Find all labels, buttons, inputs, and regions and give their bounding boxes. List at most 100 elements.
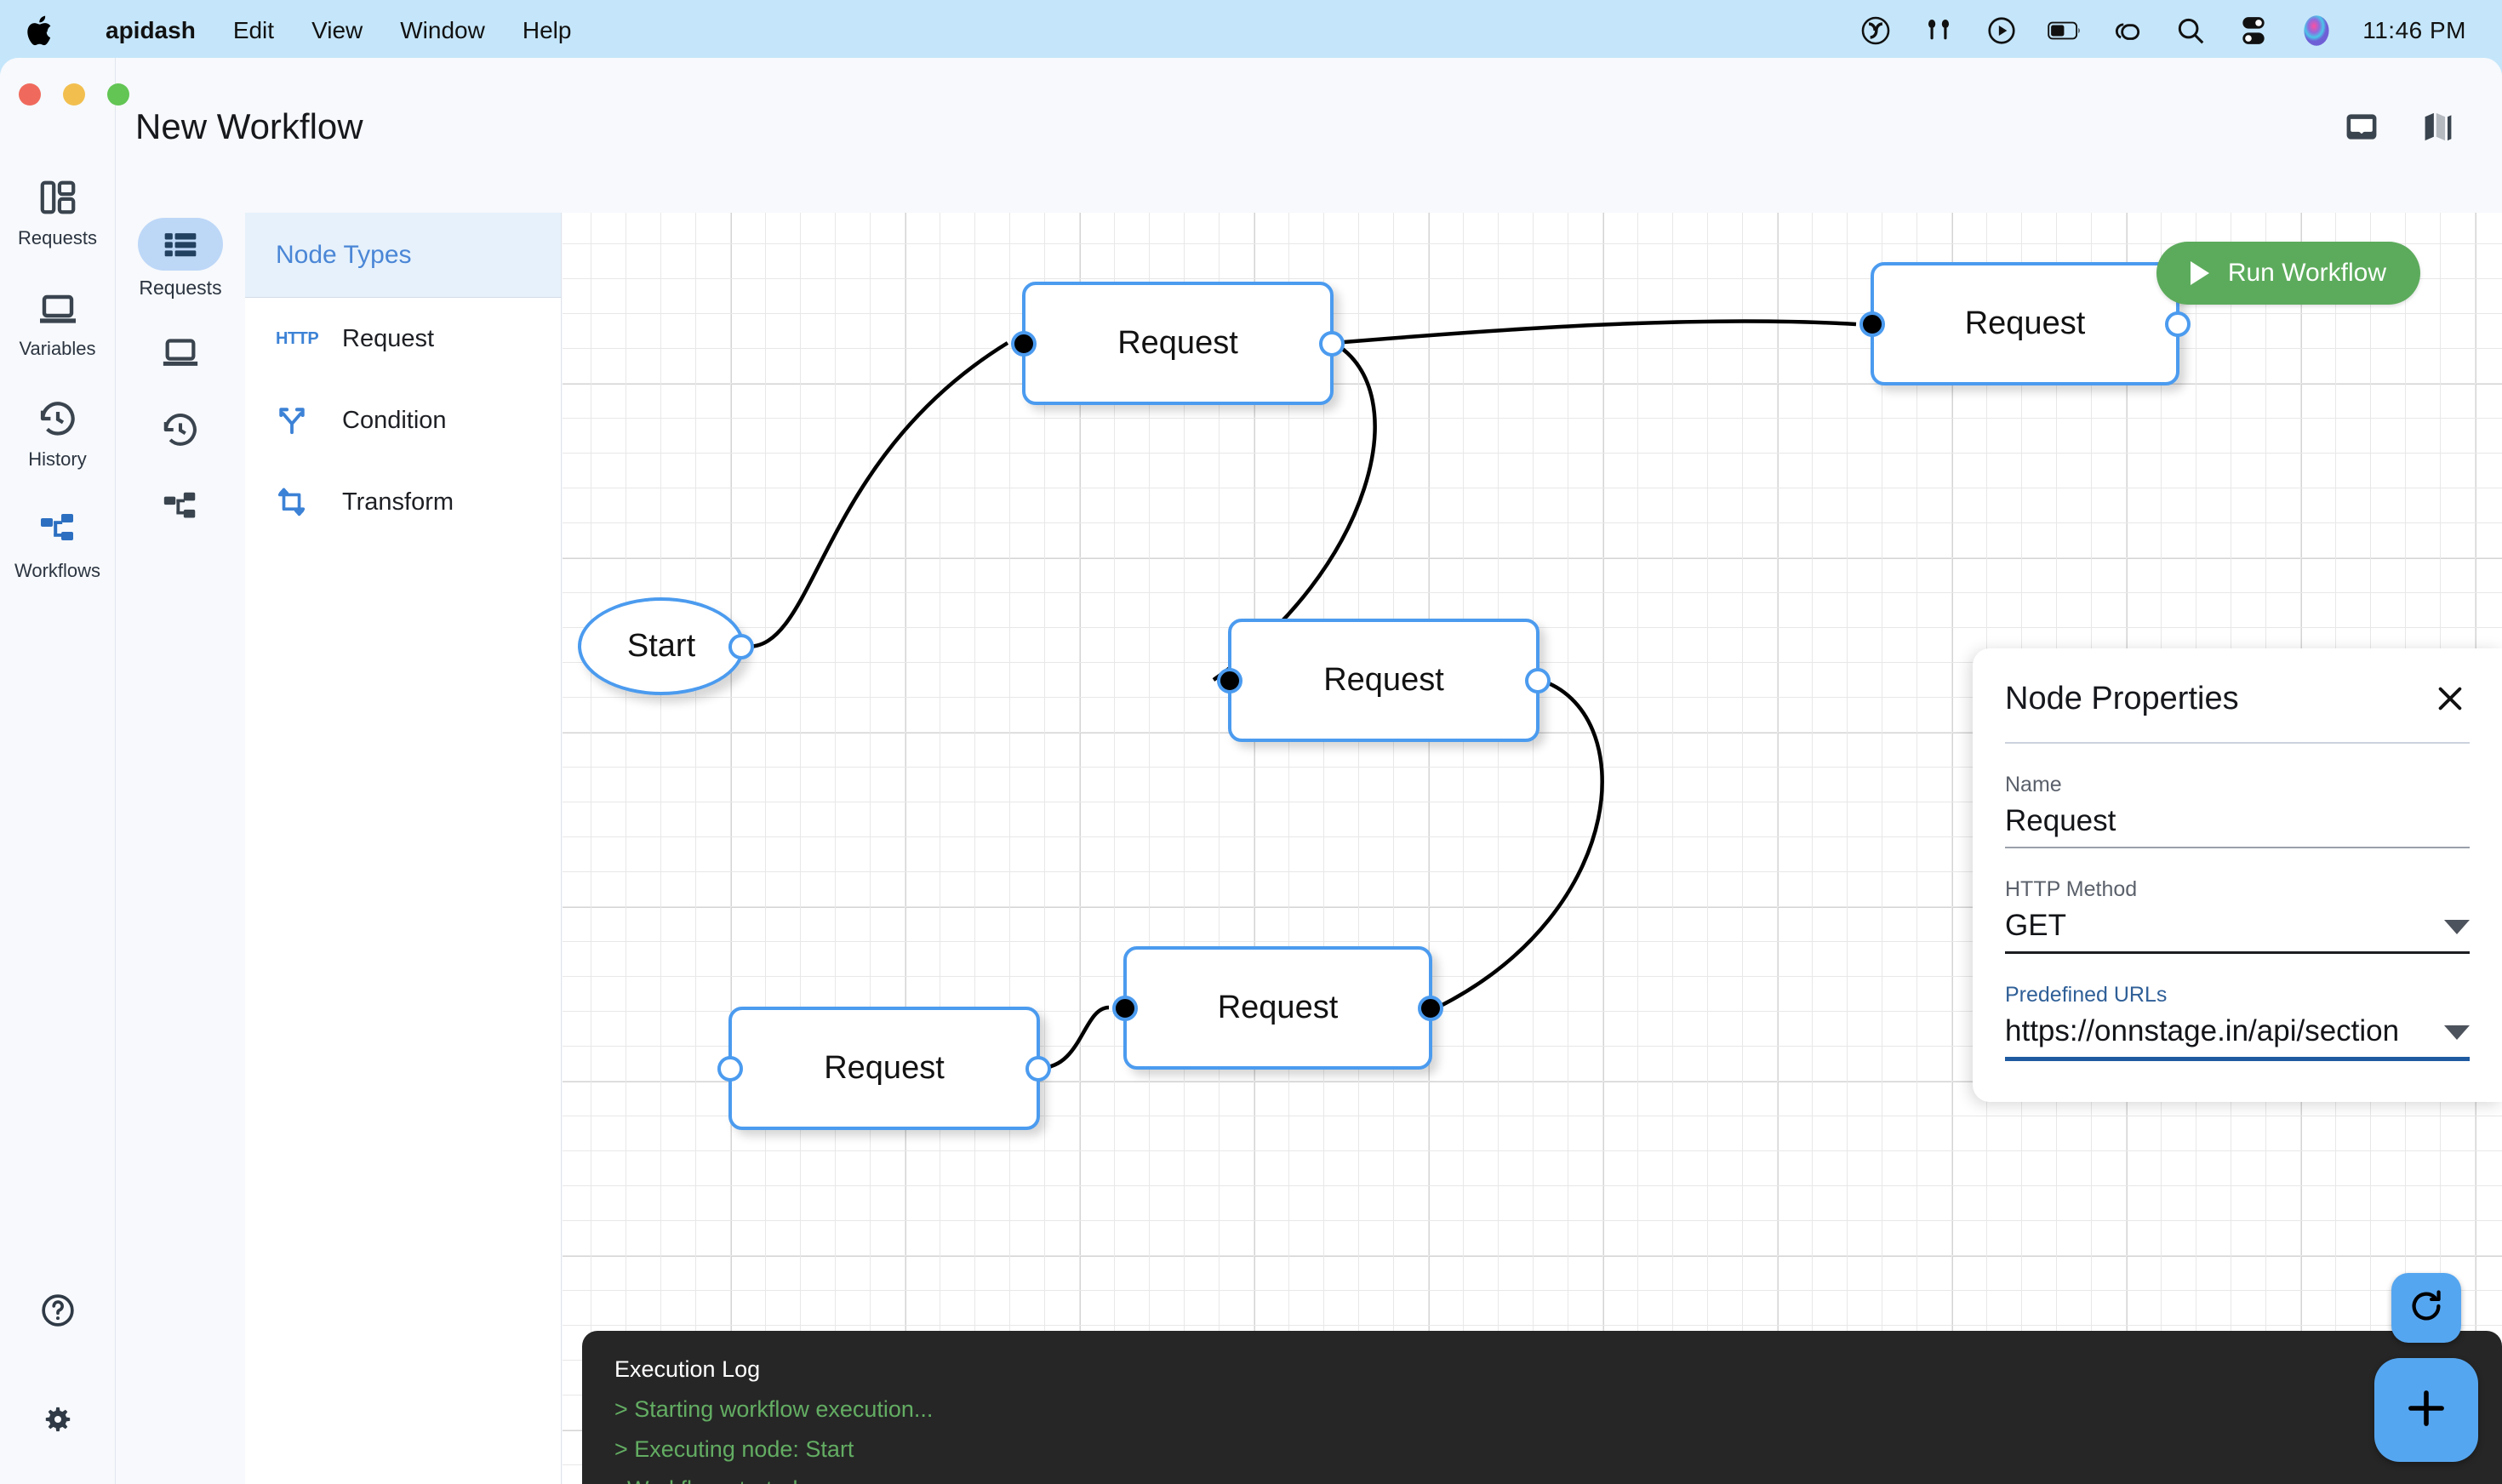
close-window-button[interactable] xyxy=(19,83,41,106)
canvas-node-request-2[interactable]: Request xyxy=(1859,262,2191,385)
primary-sidebar-rail: Requests Variables History Workflows xyxy=(0,58,116,1484)
edge-req1-req2 xyxy=(1333,319,1857,345)
close-icon[interactable] xyxy=(2431,679,2470,718)
sidebar-label-variables: Variables xyxy=(19,338,96,360)
window-traffic-lights xyxy=(19,83,129,106)
sidebar-item-requests[interactable]: Requests xyxy=(7,175,109,248)
node-port-out[interactable] xyxy=(1025,1055,1051,1082)
settings-gear-icon[interactable] xyxy=(36,1397,80,1441)
node-port-out[interactable] xyxy=(728,633,754,659)
run-workflow-button[interactable]: Run Workflow xyxy=(2156,242,2420,305)
menubar-tray-group: 11:46 PM xyxy=(1859,14,2502,48)
map-icon[interactable] xyxy=(2419,107,2458,146)
node-port-out[interactable] xyxy=(2165,311,2191,337)
siri-icon[interactable] xyxy=(2299,14,2333,48)
node-port-out[interactable] xyxy=(1418,995,1443,1021)
field-label-predefined-urls: Predefined URLs xyxy=(2005,983,2168,1007)
field-row-predefined-urls[interactable]: https://onnstage.in/api/section xyxy=(2005,1014,2470,1057)
canvas-node-request-4[interactable]: Request xyxy=(1112,946,1443,1070)
add-node-fab[interactable] xyxy=(2374,1358,2478,1462)
maximize-window-button[interactable] xyxy=(107,83,129,106)
workflow-tree-icon xyxy=(36,508,80,552)
predefined-url-value[interactable]: https://onnstage.in/api/section xyxy=(2005,1014,2400,1047)
node-properties-panel: Node Properties Name Request HTTP Method… xyxy=(1973,648,2502,1102)
menu-item-window[interactable]: Window xyxy=(400,17,485,43)
node-types-title: Node Types xyxy=(276,240,412,269)
node-label: Start xyxy=(626,628,696,664)
list-rows-icon xyxy=(138,218,223,271)
field-http-method: HTTP Method GET xyxy=(2005,877,2470,954)
log-line: Workflow started xyxy=(614,1476,2470,1484)
node-type-request[interactable]: HTTP Request xyxy=(245,298,561,380)
sidebar-item-workflows[interactable]: Workflows xyxy=(7,508,109,581)
battery-icon[interactable] xyxy=(2048,14,2082,48)
field-predefined-urls: Predefined URLs https://onnstage.in/api/… xyxy=(2005,983,2470,1061)
execution-log-title: Execution Log xyxy=(614,1356,761,1382)
subrail-label-requests: Requests xyxy=(139,277,222,299)
link-chain-icon[interactable] xyxy=(2111,14,2145,48)
node-label: Request xyxy=(1117,325,1238,361)
http-method-value[interactable]: GET xyxy=(2005,909,2066,942)
chevron-down-icon[interactable] xyxy=(2444,1025,2470,1040)
menu-item-edit[interactable]: Edit xyxy=(232,17,275,43)
node-port-in[interactable] xyxy=(1859,311,1885,337)
play-circle-icon[interactable] xyxy=(1985,14,2019,48)
run-workflow-label: Run Workflow xyxy=(2227,259,2386,287)
airpods-icon[interactable] xyxy=(1922,14,1956,48)
history-icon xyxy=(138,403,223,456)
canvas-node-request-3[interactable]: Request xyxy=(1217,619,1551,742)
macos-menubar: apidash Edit View Window Help 11:46 PM xyxy=(0,0,2502,61)
menu-item-view[interactable]: View xyxy=(311,17,363,43)
name-input-value[interactable]: Request xyxy=(2005,804,2116,837)
sidebar-bottom-actions xyxy=(0,1288,116,1450)
node-type-transform[interactable]: Transform xyxy=(245,461,561,543)
control-center-icon[interactable] xyxy=(2236,14,2271,48)
divider xyxy=(2005,742,2470,744)
field-row-http-method[interactable]: GET xyxy=(2005,909,2470,951)
field-underline xyxy=(2005,951,2470,954)
menu-item-help[interactable]: Help xyxy=(522,17,572,43)
apple-logo-icon[interactable] xyxy=(26,13,56,49)
execution-log-panel: Execution Log > Starting workflow execut… xyxy=(582,1331,2502,1484)
canvas-node-start[interactable]: Start xyxy=(578,597,754,695)
node-type-label-request: Request xyxy=(342,324,435,352)
menubar-clock[interactable]: 11:46 PM xyxy=(2362,17,2466,43)
node-port-in[interactable] xyxy=(1217,667,1242,693)
sidebar-item-variables[interactable]: Variables xyxy=(7,286,109,359)
refresh-fab[interactable] xyxy=(2391,1273,2461,1343)
history-icon xyxy=(36,397,80,441)
node-types-panel: Node Types HTTP Request Condition Transf… xyxy=(245,213,562,1484)
node-port-in[interactable] xyxy=(717,1055,743,1082)
chevron-down-icon[interactable] xyxy=(2444,920,2470,934)
panel-toggle-icon[interactable] xyxy=(2342,107,2381,146)
subrail-item-workflows[interactable] xyxy=(138,482,223,534)
subrail-item-history[interactable] xyxy=(138,403,223,456)
canvas-node-request-1[interactable]: Request xyxy=(1011,282,1345,405)
sidebar-item-history[interactable]: History xyxy=(7,397,109,470)
edge-start-req1 xyxy=(747,341,1009,649)
header-actions xyxy=(2342,107,2502,146)
laptop-icon xyxy=(138,325,223,378)
branch-split-icon xyxy=(276,404,323,437)
node-port-out[interactable] xyxy=(1525,667,1551,693)
log-line: > Executing node: Start xyxy=(614,1436,854,1462)
help-icon[interactable] xyxy=(36,1288,80,1333)
canvas-node-request-5[interactable]: Request xyxy=(717,1007,1051,1130)
subrail-item-requests[interactable]: Requests xyxy=(138,218,223,300)
cloud-sync-icon[interactable] xyxy=(1859,14,1893,48)
sidebar-label-requests: Requests xyxy=(18,227,97,248)
subrail-item-variables[interactable] xyxy=(138,325,223,378)
menu-item-apidash[interactable]: apidash xyxy=(106,17,196,43)
node-properties-title: Node Properties xyxy=(2005,680,2239,716)
node-type-condition[interactable]: Condition xyxy=(245,380,561,461)
node-port-in[interactable] xyxy=(1112,995,1138,1021)
node-port-out[interactable] xyxy=(1319,330,1345,357)
node-port-in[interactable] xyxy=(1011,330,1037,357)
field-row-name[interactable]: Request xyxy=(2005,804,2470,847)
minimize-window-button[interactable] xyxy=(63,83,85,106)
node-label: Request xyxy=(1323,662,1444,698)
workflow-header: New Workflow xyxy=(117,58,2502,196)
search-icon[interactable] xyxy=(2174,14,2208,48)
sidebar-label-history: History xyxy=(28,448,87,471)
sidebar-label-workflows: Workflows xyxy=(14,559,101,581)
